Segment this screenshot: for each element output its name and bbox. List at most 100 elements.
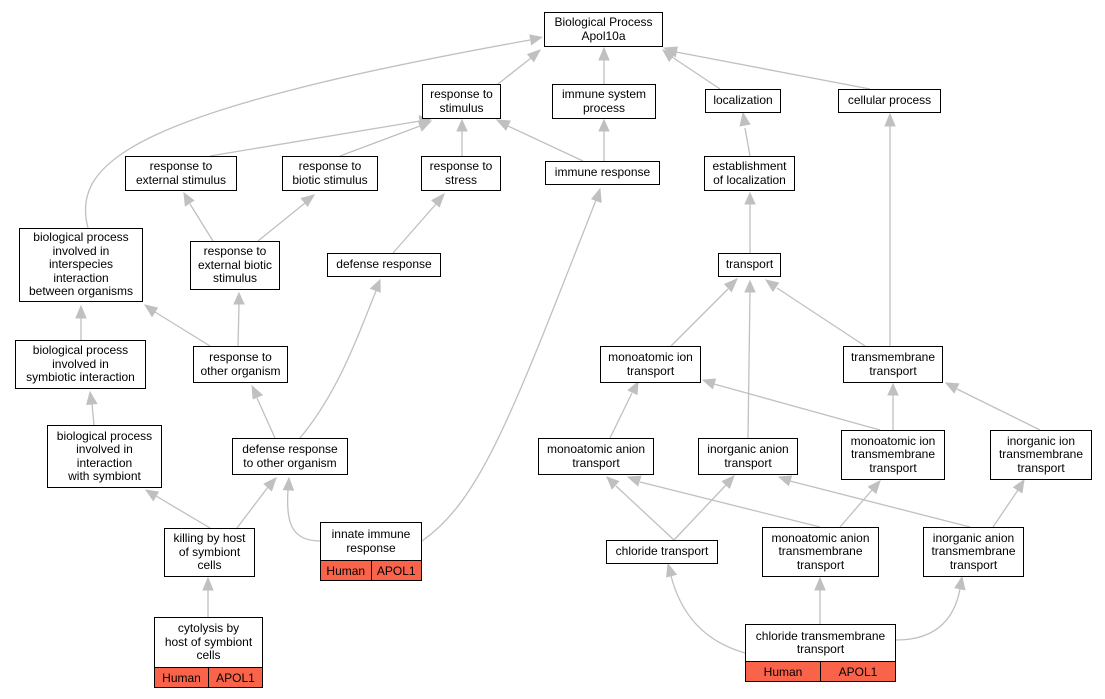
- edge-arrowhead: [202, 576, 214, 591]
- edge-arrowhead: [666, 562, 678, 578]
- edge-line: [956, 388, 1041, 431]
- node-establishment-of-localization[interactable]: establishment of localization: [704, 156, 795, 191]
- edge-arrowhead: [764, 279, 780, 293]
- edge-line: [189, 203, 214, 242]
- node-label: chloride transmembrane transport: [755, 628, 886, 656]
- node-label: immune response: [554, 165, 651, 180]
- node-root[interactable]: Biological Process Apol10a: [544, 12, 663, 47]
- node-response-to-stimulus[interactable]: response to stimulus: [422, 84, 501, 119]
- edge-line: [670, 288, 729, 347]
- badge-species: Human: [321, 561, 371, 580]
- edge-line: [670, 575, 746, 654]
- edge-line: [236, 486, 269, 529]
- edge-line: [237, 303, 240, 347]
- node-label: monoatomic anion transmembrane transport: [771, 530, 870, 572]
- node-label: response to biotic stimulus: [292, 159, 368, 187]
- badge-gene: APOL1: [820, 662, 895, 681]
- edge-arrowhead: [944, 382, 960, 394]
- node-label: cytolysis by host of symbiont cells: [164, 621, 253, 663]
- edge-arrowhead: [144, 489, 160, 502]
- edge-line: [671, 56, 721, 90]
- edge-arrowhead: [814, 576, 826, 591]
- edge-line: [497, 57, 532, 85]
- node-label: response to other organism: [200, 350, 281, 378]
- edge-arrowhead: [590, 187, 602, 204]
- edge-arrowhead: [1012, 478, 1025, 494]
- node-defense-response[interactable]: defense response: [327, 253, 441, 277]
- node-response-to-other-organism[interactable]: response to other organism: [193, 346, 288, 383]
- edge-line: [392, 203, 437, 254]
- edge-line: [639, 481, 821, 528]
- edge-line: [744, 127, 751, 157]
- edge-line: [673, 484, 727, 541]
- node-label: monoatomic anion transport: [546, 442, 646, 470]
- edge-arrowhead: [495, 119, 511, 131]
- edge-arrowhead: [263, 477, 277, 492]
- edge-line: [776, 287, 866, 347]
- node-label: Biological Process Apol10a: [554, 15, 653, 43]
- node-transmembrane-transport[interactable]: transmembrane transport: [843, 346, 943, 383]
- node-response-to-stress[interactable]: response to stress: [421, 156, 501, 191]
- node-immune-system-process[interactable]: immune system process: [552, 84, 656, 119]
- node-monoatomic-ion-transmembrane-transport[interactable]: monoatomic ion transmembrane transport: [841, 430, 945, 480]
- edge-arrowhead: [598, 118, 610, 132]
- badge-species: Human: [746, 662, 820, 681]
- edge-arrowhead: [233, 291, 245, 305]
- edge-line: [421, 199, 597, 542]
- node-bp-interaction-with-symbiont[interactable]: biological process involved in interacti…: [47, 425, 162, 488]
- node-inorganic-anion-transmembrane-transport[interactable]: inorganic anion transmembrane transport: [923, 527, 1024, 577]
- edge-arrowhead: [626, 475, 642, 487]
- node-defense-response-to-other-organism[interactable]: defense response to other organism: [232, 438, 348, 475]
- node-inorganic-ion-transmembrane-transport[interactable]: inorganic ion transmembrane transport: [990, 430, 1092, 480]
- edge-arrowhead: [627, 380, 639, 396]
- node-monoatomic-anion-transmembrane-transport[interactable]: monoatomic anion transmembrane transport: [762, 527, 879, 577]
- edge-line: [84, 39, 531, 229]
- node-immune-response[interactable]: immune response: [545, 161, 660, 185]
- edge-arrowhead: [662, 46, 678, 58]
- node-response-to-biotic-stimulus[interactable]: response to biotic stimulus: [282, 156, 378, 191]
- node-label: biological process involved in interacti…: [56, 428, 153, 483]
- node-label: cellular process: [847, 93, 932, 108]
- node-label: monoatomic ion transmembrane transport: [850, 433, 936, 475]
- node-label: inorganic anion transport: [707, 442, 789, 470]
- node-cellular-process[interactable]: cellular process: [838, 89, 941, 113]
- node-label: response to external biotic stimulus: [197, 244, 273, 286]
- badge-gene: APOL1: [370, 561, 421, 580]
- node-chloride-transport[interactable]: chloride transport: [606, 540, 718, 564]
- edge-line: [257, 202, 306, 242]
- edge-line: [339, 125, 421, 157]
- node-cytolysis-by-host[interactable]: cytolysis by host of symbiont cells Huma…: [154, 617, 263, 688]
- edge-arrowhead: [431, 192, 445, 208]
- edge-line: [747, 291, 751, 439]
- node-label: inorganic anion transmembrane transport: [931, 530, 1016, 572]
- edge-line: [675, 51, 871, 90]
- node-label: defense response: [336, 257, 432, 272]
- edge-arrowhead: [867, 480, 881, 495]
- node-label: biological process involved in interspec…: [28, 230, 134, 299]
- node-killing-by-host[interactable]: killing by host of symbiont cells: [164, 528, 255, 577]
- node-monoatomic-anion-transport[interactable]: monoatomic anion transport: [538, 438, 654, 475]
- node-label: transport: [725, 257, 774, 272]
- edge-arrowhead: [606, 476, 620, 490]
- edge-line: [992, 489, 1019, 528]
- edge-arrowhead: [701, 378, 717, 390]
- node-label: immune system process: [561, 87, 647, 115]
- node-response-to-external-biotic-stimulus[interactable]: response to external biotic stimulus: [190, 241, 280, 290]
- node-response-to-external-stimulus[interactable]: response to external stimulus: [125, 156, 237, 191]
- node-inorganic-anion-transport[interactable]: inorganic anion transport: [698, 438, 798, 475]
- node-label: innate immune response: [331, 527, 411, 555]
- node-monoatomic-ion-transport[interactable]: monoatomic ion transport: [600, 346, 701, 383]
- edge-line: [609, 392, 633, 439]
- edge-arrowhead: [598, 46, 610, 61]
- edge-line: [789, 480, 971, 528]
- node-transport[interactable]: transport: [718, 253, 781, 277]
- node-localization[interactable]: localization: [705, 89, 781, 113]
- node-bp-interspecies-interaction[interactable]: biological process involved in interspec…: [19, 228, 143, 302]
- edge-line: [154, 311, 211, 347]
- edge-arrowhead: [744, 279, 756, 293]
- node-bp-symbiotic-interaction[interactable]: biological process involved in symbiotic…: [15, 340, 146, 389]
